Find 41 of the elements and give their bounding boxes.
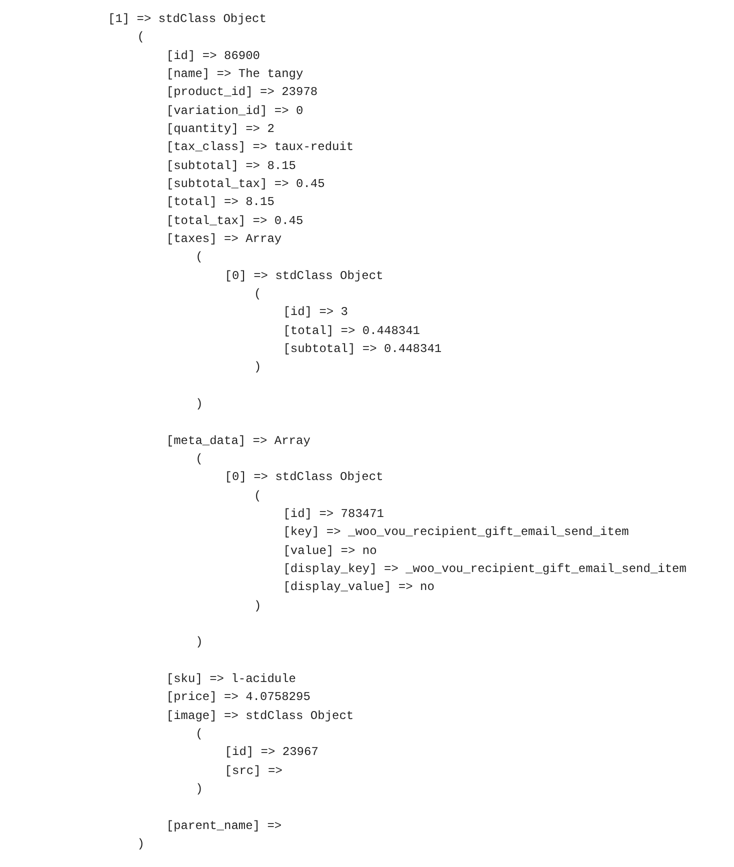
code-line: [variation_id] => 0 [166,104,304,119]
code-line: [subtotal] => 8.15 [166,158,296,174]
code-line: [id] => 23967 [224,745,318,760]
code-line: [sku] => l-acidule [166,672,296,687]
code-line: [price] => 4.0758295 [166,690,310,706]
code-line: [value] => no [283,544,377,559]
code-line: [key] => _woo_vou_recipient_gift_email_send_item [283,525,629,540]
code-line: [display_value] => no [283,580,434,596]
code-line: [total] => 0.448341 [283,324,420,339]
code-line: [meta_data] => Array [166,434,310,449]
code-line: [subtotal_tax] => 0.45 [166,176,325,192]
code-line: ( [196,726,203,742]
code-line: ( [254,286,262,302]
code-line: ( [137,30,144,46]
code-line: [product_id] => 23978 [166,85,318,100]
code-line: [image] => stdClass Object [166,708,354,724]
code-line: ) [196,635,203,650]
code-line: [display_key] => _woo_vou_recipient_gift_email_send_item [283,562,686,577]
code-line: [taxes] => Array [166,232,282,247]
code-line: [parent_name] => [166,818,282,834]
code-line: ( [254,488,262,504]
code-line: [src] => [224,764,282,779]
code-line: [0] => stdClass Object [224,268,384,284]
code-line: [tax_class] => taux-reduit [166,140,354,156]
code-line: [id] => 3 [283,305,348,320]
code-line: [subtotal] => 0.448341 [283,342,442,357]
code-line: [total] => 8.15 [166,195,274,210]
code-line: ) [254,360,262,376]
code-line: [id] => 86900 [166,48,260,64]
code-line: [id] => 783471 [283,506,384,522]
code-line: ) [196,782,203,797]
code-line: [quantity] => 2 [166,122,274,137]
code-line: ( [196,452,203,467]
code-line: [name] => The tangy [166,66,304,82]
code-line: [1] => stdClass Object [108,12,266,27]
code-line: ) [254,598,262,614]
code-line: ( [196,250,203,266]
code-line: [0] => stdClass Object [224,470,384,486]
code-line: ) [137,836,144,852]
code-line: [total_tax] => 0.45 [166,214,304,229]
code-line: ) [196,396,203,412]
